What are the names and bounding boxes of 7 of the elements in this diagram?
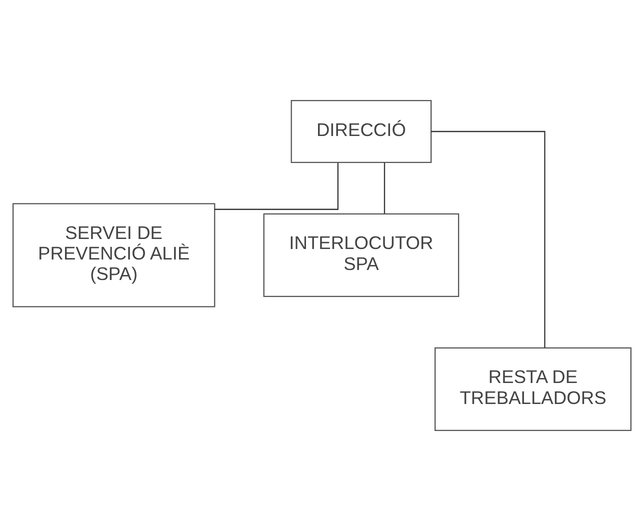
node-box: RESTA DE TREBALLADORS <box>434 346 632 430</box>
node-box: DIRECCIÓ <box>290 100 432 162</box>
connector <box>431 130 546 348</box>
node-box: INTERLOCUTOR SPA <box>263 212 460 296</box>
connector <box>214 162 339 210</box>
node-box: SERVEI DE PREVENCIÓ ALIÈ (SPA) <box>12 202 216 307</box>
connector <box>384 162 386 214</box>
